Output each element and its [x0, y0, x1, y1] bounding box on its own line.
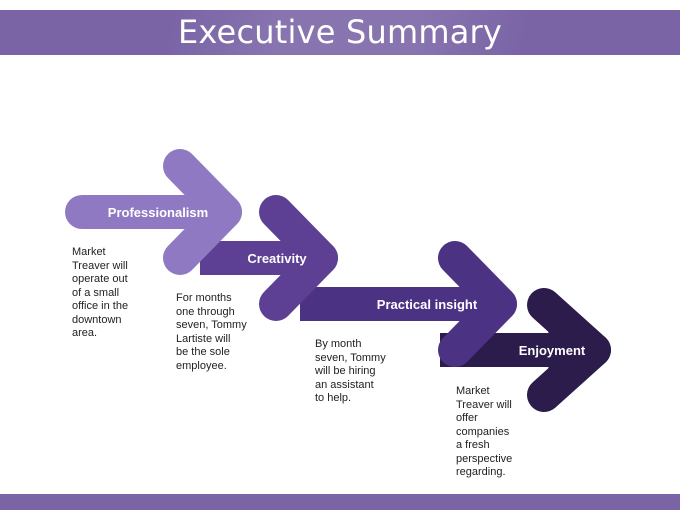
step-professionalism-label: Professionalism — [108, 205, 208, 220]
footer-bar — [0, 494, 680, 510]
step-professionalism: Professionalism — [65, 149, 242, 275]
step-creativity-description: For months one through seven, Tommy Lart… — [176, 292, 247, 372]
step-practical-insight-label: Practical insight — [377, 297, 478, 312]
step-enjoyment-description: Market Treaver will offer companies a fr… — [456, 385, 513, 478]
step-enjoyment-label: Enjoyment — [519, 343, 586, 358]
page-title: Executive Summary — [177, 13, 502, 51]
step-practical-insight-description: By month seven, Tommy will be hiring an … — [315, 338, 386, 404]
step-creativity: Creativity — [200, 195, 338, 321]
step-practical-insight: Practical insight — [300, 241, 517, 367]
title-bar: Executive Summary — [0, 10, 680, 55]
step-creativity-label: Creativity — [247, 251, 307, 266]
step-professionalism-description: Market Treaver will operate out of a sma… — [72, 246, 129, 339]
